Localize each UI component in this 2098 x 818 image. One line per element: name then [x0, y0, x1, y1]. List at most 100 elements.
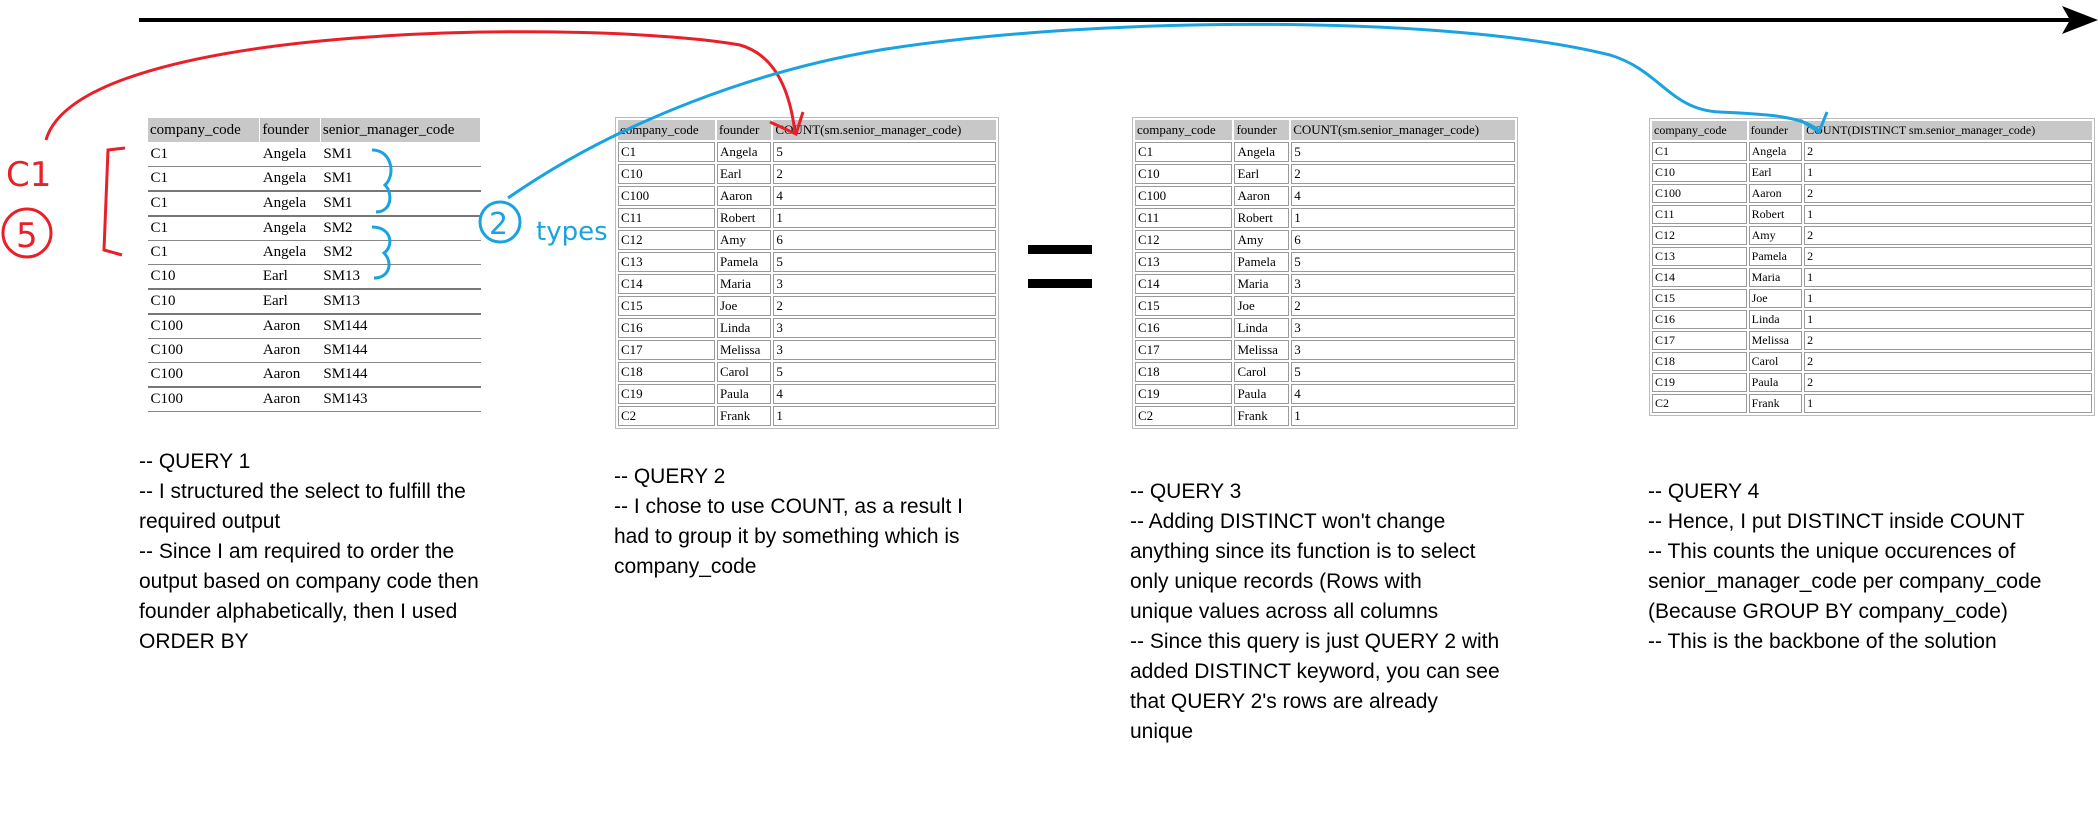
note-line: -- Since I am required to order the — [139, 540, 455, 563]
table-cell: C13 — [618, 252, 715, 272]
table-cell: 2 — [1804, 373, 2092, 392]
table-cell: Carol — [716, 362, 772, 382]
equals-sign — [1028, 245, 1092, 289]
blue-label-2: 2 — [489, 207, 508, 242]
table-cell: Joe — [1748, 289, 1803, 308]
table-cell: Aaron — [716, 186, 772, 206]
note-line: (Because GROUP BY company_code) — [1648, 600, 2008, 623]
table-cell: C100 — [1652, 184, 1747, 203]
table-cell: Melissa — [1234, 340, 1290, 360]
table-cell: SM144 — [320, 362, 481, 388]
table-cell: SM2 — [320, 240, 481, 265]
table-cell: 3 — [1291, 340, 1515, 360]
note-line: -- This counts the unique occurences of — [1648, 540, 2016, 563]
table-cell: C14 — [618, 274, 715, 294]
table-cell: SM1 — [320, 142, 481, 167]
note-line: -- QUERY 2 — [614, 465, 726, 488]
table-cell: 6 — [773, 230, 996, 250]
table-header-row: company_code founder senior_manager_code — [147, 117, 482, 143]
query1-table: company_code founder senior_manager_code… — [147, 117, 482, 412]
column-header: company_code — [147, 117, 261, 143]
table-cell: 5 — [1291, 362, 1515, 382]
table-cell: Amy — [716, 230, 772, 250]
table-cell: C16 — [1135, 318, 1233, 338]
table-header-row: company_code founder COUNT(DISTINCT sm.s… — [1652, 121, 2092, 140]
query3-note: -- QUERY 3 -- Adding DISTINCT won't chan… — [1130, 477, 1500, 747]
column-header: founder — [1234, 120, 1290, 140]
table-cell: C100 — [147, 338, 260, 363]
blue-circle — [478, 200, 522, 244]
table-cell: C16 — [618, 318, 715, 338]
note-line: unique — [1130, 720, 1194, 743]
table-cell: C10 — [1135, 164, 1233, 184]
table-cell: C2 — [1652, 394, 1747, 413]
table-cell: Angela — [1748, 142, 1803, 161]
table-cell: Maria — [1234, 274, 1290, 294]
table-cell: C18 — [1652, 352, 1747, 371]
note-line: -- Adding DISTINCT won't change — [1130, 510, 1446, 533]
table-cell: 1 — [1804, 394, 2092, 413]
table-cell: Paula — [1234, 384, 1290, 404]
column-header: COUNT(sm.senior_manager_code) — [773, 120, 996, 140]
table-cell: 2 — [1804, 352, 2092, 371]
table-cell: C11 — [1652, 205, 1747, 224]
table-cell: C100 — [147, 386, 260, 412]
query4-note: -- QUERY 4 -- Hence, I put DISTINCT insi… — [1648, 477, 2041, 657]
table-cell: C15 — [1652, 289, 1747, 308]
table-cell: 3 — [773, 318, 996, 338]
table-cell: C14 — [1135, 274, 1233, 294]
query4-table: company_code founder COUNT(DISTINCT sm.s… — [1649, 118, 2095, 416]
table-cell: Earl — [1234, 164, 1290, 184]
table-cell: Angela — [259, 240, 321, 265]
table-cell: 1 — [773, 406, 996, 426]
table-cell: Pamela — [1748, 247, 1803, 266]
table-cell: C14 — [1652, 268, 1747, 287]
red-circle — [1, 207, 53, 259]
table-cell: Aaron — [259, 338, 321, 363]
table-cell: 1 — [1291, 208, 1515, 228]
table-cell: 3 — [1291, 318, 1515, 338]
table-cell: Aaron — [259, 362, 321, 388]
blue-annotation — [371, 22, 1829, 280]
table-cell: Paula — [1748, 373, 1803, 392]
table-cell: 5 — [1291, 142, 1515, 162]
table-cell: C15 — [618, 296, 715, 316]
note-line: unique values across all columns — [1130, 600, 1439, 623]
table-header-row: company_code founder COUNT(sm.senior_man… — [1135, 120, 1515, 140]
table-cell: 4 — [773, 384, 996, 404]
table-cell: 2 — [1804, 226, 2092, 245]
note-line: had to group it by something which is — [614, 525, 960, 548]
note-line: -- QUERY 4 — [1648, 480, 1760, 503]
note-line: -- QUERY 3 — [1130, 480, 1242, 503]
table-cell: C100 — [147, 362, 260, 388]
note-line: senior_manager_code per company_code — [1648, 570, 2042, 593]
table-cell: C2 — [1135, 406, 1233, 426]
table-cell: C10 — [147, 264, 260, 290]
table-cell: Melissa — [1748, 331, 1803, 350]
table-cell: Earl — [259, 264, 321, 290]
blue-label-types: types — [536, 217, 608, 247]
note-line: -- Hence, I put DISTINCT inside COUNT — [1648, 510, 2025, 533]
table-cell: C1 — [147, 142, 260, 167]
table-cell: Amy — [1234, 230, 1290, 250]
table-cell: Angela — [259, 215, 321, 241]
table-cell: Robert — [716, 208, 772, 228]
